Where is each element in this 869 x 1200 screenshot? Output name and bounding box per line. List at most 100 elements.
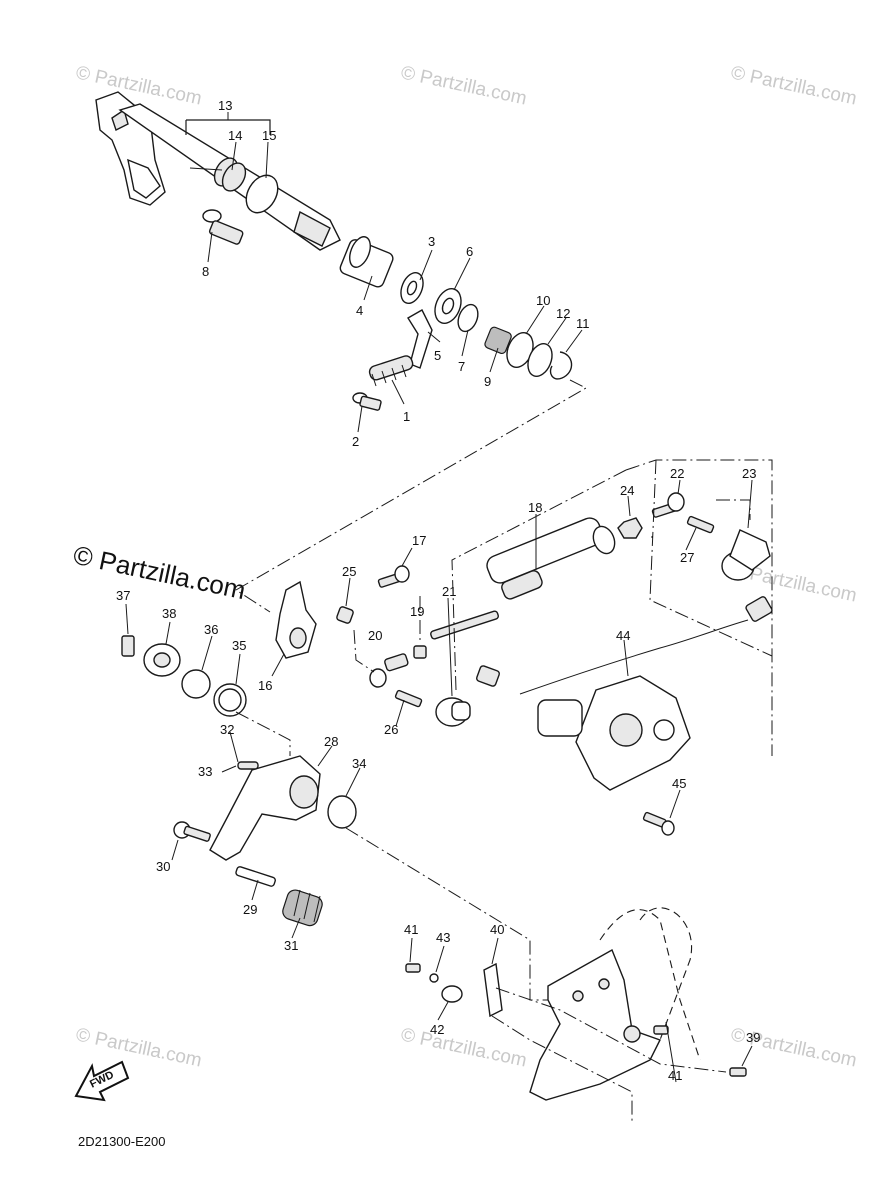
callout-12: 12 — [556, 306, 570, 321]
callout-10: 10 — [536, 293, 550, 308]
callout-45: 45 — [672, 776, 686, 791]
washer — [429, 973, 439, 983]
frame-outline — [599, 909, 701, 1061]
circlip — [457, 303, 479, 333]
callout-labels: 1 2 3 4 5 6 7 8 9 10 11 12 13 14 15 16 1… — [116, 98, 760, 1083]
callout-5: 5 — [434, 348, 441, 363]
actuator-rod — [430, 610, 499, 640]
callout-3: 3 — [428, 234, 435, 249]
callout-11: 11 — [576, 316, 590, 331]
callout-38: 38 — [162, 606, 176, 621]
watermark: © Partzilla.com — [399, 1024, 529, 1071]
callout-36: 36 — [204, 622, 218, 637]
small-spring — [237, 761, 259, 770]
callout-19: 19 — [410, 604, 424, 619]
watermark: © Partzilla.com — [74, 1024, 204, 1071]
callout-13: 13 — [218, 98, 232, 113]
callout-37: 37 — [116, 588, 130, 603]
lever — [407, 309, 433, 369]
watermark: © Partzilla.com — [729, 62, 859, 109]
washer-hole — [441, 297, 455, 315]
callout-25: 25 — [342, 564, 356, 579]
callout-6: 6 — [466, 244, 473, 259]
callout-1: 1 — [403, 409, 410, 424]
watermark-prominent: © Partzilla.com — [71, 540, 249, 606]
shaft-collar — [245, 174, 279, 214]
callout-34: 34 — [352, 756, 366, 771]
pedal-group — [121, 635, 357, 927]
callout-29: 29 — [243, 902, 257, 917]
stud-bolt — [202, 209, 244, 245]
bolt — [729, 1067, 747, 1077]
nut — [413, 645, 427, 659]
washer-hole — [406, 280, 418, 296]
fwd-arrow-icon: FWD — [74, 1060, 130, 1102]
callout-4: 4 — [356, 303, 363, 318]
rod-end — [369, 653, 409, 688]
callout-39: 39 — [746, 1030, 760, 1045]
callout-31: 31 — [284, 938, 298, 953]
o-ring — [181, 669, 211, 699]
pedal-hub — [289, 775, 319, 809]
callout-17: 17 — [412, 533, 426, 548]
sleeve — [339, 236, 394, 288]
frame-outline — [639, 907, 693, 1041]
bolt — [405, 963, 421, 973]
frame-bracket-group — [405, 907, 747, 1101]
callout-20: 20 — [368, 628, 382, 643]
shift-arm-claw — [127, 158, 161, 199]
bolt — [653, 1025, 669, 1035]
callout-42: 42 — [430, 1022, 444, 1037]
boot — [435, 697, 471, 727]
bracket-hole — [598, 978, 610, 990]
callout-2: 2 — [352, 434, 359, 449]
shift-shaft-group — [95, 91, 573, 411]
callout-30: 30 — [156, 859, 170, 874]
shaft-spline — [293, 210, 331, 247]
leader-lines — [125, 112, 773, 1124]
collar — [441, 985, 463, 1003]
callout-28: 28 — [324, 734, 338, 749]
callout-26: 26 — [384, 722, 398, 737]
hex-nut — [617, 517, 643, 539]
callout-14: 14 — [228, 128, 242, 143]
callout-27: 27 — [680, 550, 694, 565]
wire-connector — [476, 665, 500, 687]
callout-43: 43 — [436, 930, 450, 945]
pivot-bolt — [173, 821, 211, 842]
wire-connector — [745, 596, 773, 622]
clip — [121, 635, 135, 657]
bracket-hole — [572, 990, 584, 1002]
actuator-cylinder — [486, 517, 616, 600]
callout-9: 9 — [484, 374, 491, 389]
pin — [352, 392, 382, 411]
shift-motor-housing — [519, 619, 749, 791]
lever-spline — [289, 627, 307, 649]
bolt — [686, 515, 715, 534]
nut — [336, 606, 354, 624]
callout-16: 16 — [258, 678, 272, 693]
thrust-washer — [527, 343, 553, 377]
needle-bearing — [484, 326, 512, 355]
callout-23: 23 — [742, 466, 756, 481]
rubber-cap — [721, 529, 771, 581]
diagram-code: 2D21300-E200 — [78, 1134, 166, 1149]
return-spring — [368, 355, 414, 387]
watermark: © Partzilla.com — [74, 62, 204, 109]
watermark: © Partzilla.com — [399, 62, 529, 109]
circlip — [549, 351, 573, 380]
callout-15: 15 — [262, 128, 276, 143]
callout-18: 18 — [528, 500, 542, 515]
callout-41-bottom: 41 — [668, 1068, 682, 1083]
link-plate — [483, 962, 503, 1018]
shift-actuator-group — [275, 492, 773, 836]
bolt — [377, 565, 410, 588]
callout-32: 32 — [220, 722, 234, 737]
callout-33: 33 — [198, 764, 212, 779]
callout-22: 22 — [670, 466, 684, 481]
pedal-rubber — [282, 889, 323, 927]
bush-hole — [153, 652, 171, 668]
banjo-bolt — [651, 492, 685, 518]
callout-8: 8 — [202, 264, 209, 279]
